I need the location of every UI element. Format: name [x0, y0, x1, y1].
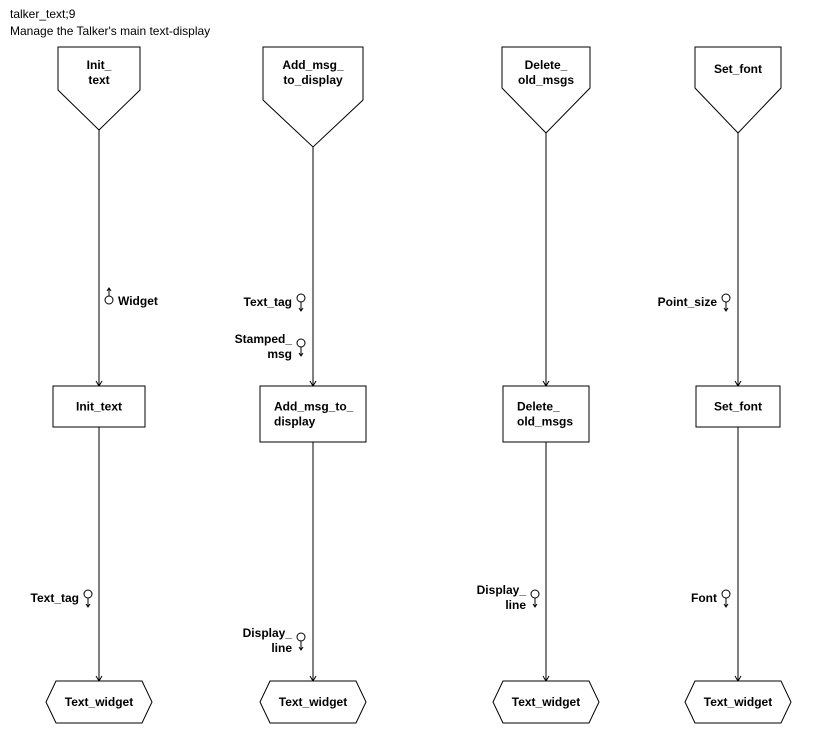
entry-label: Init_text	[87, 58, 112, 87]
module-box	[695, 385, 781, 428]
diagram-subtitle: Manage the Talker's main text-display	[10, 24, 211, 38]
data-couple-label: Widget	[118, 294, 158, 308]
data-couple-circle	[721, 589, 731, 599]
entry-label: Add_msg_to_display	[282, 58, 344, 87]
data-couple-label: Font	[691, 591, 717, 605]
module-label: Add_msg_to_display	[274, 400, 354, 429]
data-couple-circle	[530, 589, 540, 599]
module-label: Init_text	[76, 400, 122, 414]
data-couple-circle	[721, 293, 731, 303]
column-2: Add_msg_to_displayAdd_msg_to_displayText…	[235, 46, 367, 724]
data-couple-label: Text_tag	[31, 591, 79, 605]
entry-label: Delete_old_msgs	[518, 58, 574, 87]
entry-connector	[262, 46, 364, 148]
data-couple-label: Text_tag	[244, 295, 292, 309]
target-hexagon	[684, 680, 792, 724]
column-3: Delete_old_msgsDelete_old_msgsText_widge…	[477, 46, 600, 724]
column-1: Init_textInit_textText_widgetWidgetText_…	[31, 46, 158, 724]
data-couple-circle	[296, 632, 306, 642]
target-hexagon	[259, 680, 367, 724]
data-couple-arrow	[298, 646, 304, 651]
data-couple-label: Point_size	[658, 295, 718, 309]
data-couple-label: Display_line	[243, 626, 293, 655]
data-couple-circle	[296, 338, 306, 348]
data-couple-arrow	[298, 352, 304, 357]
target-label: Text_widget	[65, 695, 133, 709]
data-couple-arrow	[298, 307, 304, 312]
diagram-header: talker_text;9 Manage the Talker's main t…	[10, 6, 210, 40]
module-box	[259, 385, 367, 443]
entry-connector	[694, 46, 782, 134]
target-label: Text_widget	[512, 695, 580, 709]
entry-label: Set_font	[714, 62, 762, 76]
data-couple-arrow	[723, 603, 729, 608]
data-couple-circle	[83, 589, 93, 599]
data-couple-label: Stamped_msg	[235, 332, 293, 361]
data-couple-label: Display_line	[477, 583, 527, 612]
data-couple-circle	[296, 293, 306, 303]
diagram-title: talker_text;9	[10, 7, 76, 21]
entry-connector	[57, 46, 141, 131]
data-couple-arrow	[532, 603, 538, 608]
module-label: Set_font	[714, 400, 762, 414]
module-box	[502, 385, 590, 443]
data-couple-arrow	[723, 307, 729, 312]
entry-connector	[501, 46, 591, 134]
module-label: Delete_old_msgs	[517, 400, 573, 429]
data-couple-arrow	[85, 603, 91, 608]
target-hexagon	[45, 680, 153, 724]
module-box	[52, 385, 146, 428]
data-couple-arrow	[106, 287, 112, 292]
column-4: Set_fontSet_fontText_widgetPoint_sizeFon…	[658, 46, 792, 724]
data-couple-circle	[104, 295, 114, 305]
target-label: Text_widget	[704, 695, 772, 709]
target-label: Text_widget	[279, 695, 347, 709]
target-hexagon	[492, 680, 600, 724]
